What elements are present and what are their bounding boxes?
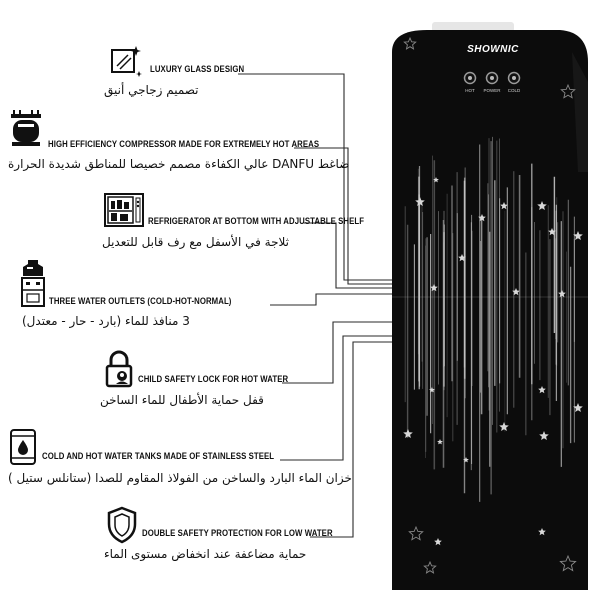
star-shape: [429, 387, 435, 393]
star-shape: [408, 525, 424, 541]
star-shape: [458, 254, 466, 262]
star-shape: [415, 197, 425, 206]
star-shape: [560, 83, 576, 99]
star-shape: [559, 554, 577, 572]
feature-title: DOUBLE SAFETY PROTECTION FOR LOW WATER: [142, 528, 333, 539]
steel-tank-icon: [8, 428, 44, 465]
star-decorations: [403, 36, 583, 574]
star-shape: [573, 231, 583, 240]
feature-title: THREE WATER OUTLETS (COLD-HOT-NORMAL): [49, 296, 232, 307]
feature-title: COLD AND HOT WATER TANKS MADE OF STAINLE…: [42, 451, 275, 462]
feature-title: REFRIGERATOR AT BOTTOM WITH ADJUSTABLE S…: [148, 216, 365, 227]
star-shape: [423, 560, 437, 574]
feature-subtitle: ثلاجة في الأسفل مع رف قابل للتعديل: [102, 235, 290, 249]
star-shape: [512, 288, 520, 296]
star-shape: [403, 36, 417, 50]
star-shape: [537, 201, 547, 210]
star-shape: [499, 422, 509, 431]
power-label: POWER: [483, 88, 501, 93]
feature-subtitle: قفل حماية الأطفال للماء الساخن: [100, 393, 264, 407]
feature-title: HIGH EFFICIENCY COMPRESSOR MADE FOR EXTR…: [48, 139, 320, 150]
star-shape: [573, 403, 583, 412]
refrigerator-icon: [103, 192, 144, 228]
child-lock-icon: [102, 350, 138, 388]
water-dispenser-icon: [18, 258, 54, 307]
feature-title: LUXURY GLASS DESIGN: [150, 64, 245, 75]
compressor-icon: [8, 108, 44, 146]
feature-subtitle: حماية مضاعفة عند انخفاض مستوى الماء: [104, 547, 307, 561]
feature-subtitle: ضاغط DANFU عالي الكفاءة مصمم خصيصا للمنا…: [8, 157, 350, 171]
star-shape: [463, 457, 469, 463]
star-shape: [433, 177, 439, 183]
star-shape: [478, 214, 486, 222]
star-shape: [500, 202, 508, 210]
top-cap: [432, 22, 514, 32]
star-shape: [558, 290, 566, 298]
feature-subtitle: تصميم زجاجي أنيق: [104, 83, 199, 97]
star-shape: [430, 284, 438, 292]
water-dispenser-product: [392, 22, 588, 590]
control-panel: [463, 71, 521, 85]
cold-label: COLD: [507, 88, 521, 93]
star-shape: [437, 439, 443, 445]
star-shape: [548, 228, 556, 236]
star-shape: [538, 386, 546, 394]
glass-sparkle-icon: [108, 44, 144, 80]
star-shape: [434, 538, 442, 546]
feature-subtitle: خزان الماء البارد والساخن من الفولاذ الم…: [8, 471, 352, 485]
brand-logo: SHOWNIC: [467, 44, 519, 55]
feature-title: CHILD SAFETY LOCK FOR HOT WATER: [138, 374, 289, 385]
star-shape: [539, 431, 549, 440]
hot-label: HOT: [465, 88, 475, 93]
glass-sheen: [572, 52, 588, 172]
feature-subtitle: 3 منافذ للماء (بارد - حار - معتدل): [22, 314, 190, 328]
shield-icon: [106, 506, 142, 544]
star-shape: [538, 528, 546, 536]
streak-pattern: [404, 136, 576, 502]
star-shape: [403, 429, 413, 438]
